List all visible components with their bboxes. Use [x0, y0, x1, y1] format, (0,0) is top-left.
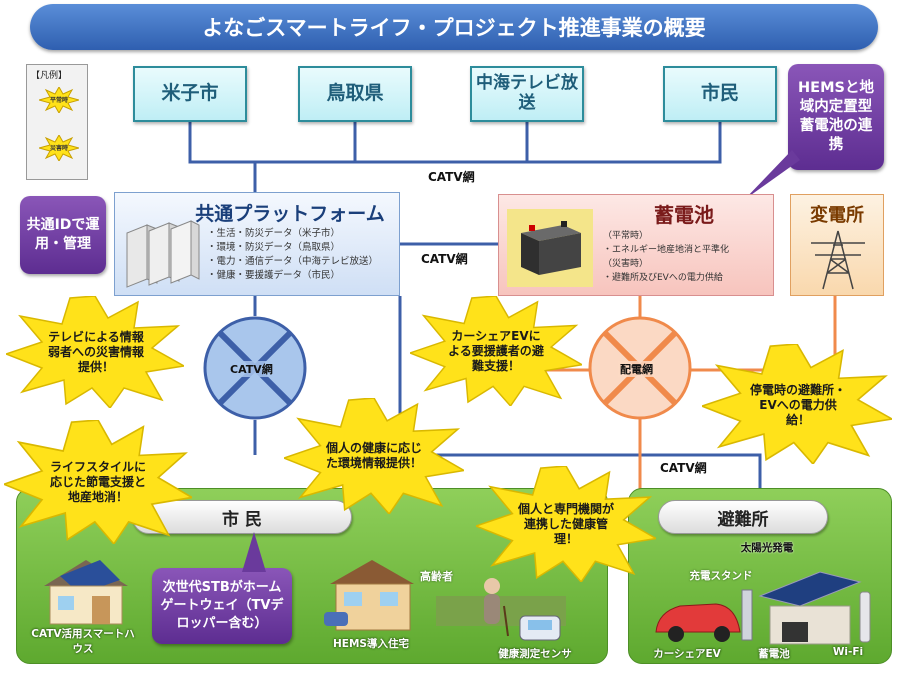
star-power-supply-text: 停電時の避難所・EVへの電力供給！ [749, 382, 846, 427]
catv-bus-line [188, 122, 722, 164]
star-health-management: 個人と専門機関が連携した健康管理！ [473, 465, 659, 584]
burst-shape-icon [407, 295, 585, 408]
smart-house-icon [44, 560, 128, 625]
smart-house-caption: CATV活用スマートハウス [31, 628, 135, 655]
substation-title: 変電所 [810, 205, 864, 226]
burst-shape-icon [1, 419, 195, 546]
platform-title: 共通プラットフォーム [195, 203, 385, 225]
platform-data-list: ・生活・防災データ（米子市） ・環境・防災データ（鳥取県） ・電力・通信データ（… [207, 227, 378, 283]
legend: 【凡例】 平常時 災害時 [26, 64, 88, 180]
shelter-area-label: 避難所 [658, 500, 828, 534]
platform-item: ・環境・防災データ（鳥取県） [207, 242, 341, 253]
solar-caption: 太陽光発電 [740, 542, 794, 554]
catv-shelter-line [640, 453, 762, 488]
shelter-equipment-icon [655, 571, 871, 645]
catv-label-mid: CATV網 [421, 252, 468, 266]
star-lifestyle-text: ライフスタイルに応じた節電支援と地産地消！ [49, 459, 146, 504]
legend-normal-label: 平常時 [49, 97, 68, 104]
legend-disaster-star-icon: 災害時 [37, 133, 81, 163]
org-chukai-tv: 中海テレビ放送 [470, 66, 584, 122]
elderly-with-sensor-icon [436, 578, 566, 641]
star-power-supply: 停電時の避難所・EVへの電力供給！ [699, 343, 895, 466]
burst-shape-icon [473, 465, 659, 584]
catv-hub-label: CATV網 [228, 361, 275, 377]
power-hub-label: 配電網 [618, 361, 655, 377]
common-id-callout: 共通IDで運用・管理 [20, 196, 106, 274]
substation-box: 変電所 [790, 194, 884, 296]
star-lifestyle: ライフスタイルに応じた節電支援と地産地消！ [1, 419, 195, 546]
platform-item: ・健康・要援護データ（市民） [207, 270, 341, 281]
hems-callout-pointer [744, 150, 800, 200]
star-disaster-info-text: テレビによる情報弱者への災害情報提供！ [47, 329, 144, 374]
stb-callout: 次世代STBがホームゲートウェイ（TVデロッパー含む） [152, 568, 292, 644]
org-yonago-city: 米子市 [133, 66, 247, 122]
battery-title: 蓄電池 [654, 203, 714, 227]
battery-icon [521, 221, 581, 275]
platform-item: ・電力・通信データ（中海テレビ放送） [207, 256, 379, 267]
server-icon [126, 220, 200, 288]
star-health-management-text: 個人と専門機関が連携した健康管理！ [518, 501, 615, 546]
battery-item: （平常時） [603, 231, 649, 241]
catv-label-bottom: CATV網 [660, 461, 707, 475]
platform-item: ・生活・防災データ（米子市） [207, 228, 341, 239]
battery-item: （災害時） [603, 259, 649, 269]
stb-callout-pointer [242, 532, 266, 572]
star-ev-evacuation-text: カーシェアEVによる要援護者の避難支援！ [448, 328, 544, 373]
battery-description-list: （平常時） ・エネルギー地産地消と平準化 （災害時） ・避難所及びEVへの電力供… [603, 229, 729, 285]
charger-caption: 充電スタンド [689, 570, 753, 582]
citizens-area-label: 市 民 [132, 500, 352, 534]
org-citizens: 市民 [663, 66, 777, 122]
hems-callout: HEMSと地域内定置型蓄電池の連携 [788, 64, 884, 170]
shelter-battery-caption: 蓄電池 [758, 648, 790, 660]
common-platform-box: 共通プラットフォーム ・生活・防災データ（米子市） ・環境・防災データ（鳥取県）… [114, 192, 400, 296]
battery-item: ・避難所及びEVへの電力供給 [603, 273, 723, 283]
car-share-caption: カーシェアEV [653, 648, 721, 660]
legend-title: 【凡例】 [31, 71, 68, 81]
legend-normal-star-icon: 平常時 [37, 85, 81, 115]
wifi-caption: Wi-Fi [832, 646, 864, 658]
burst-shape-icon [3, 295, 187, 410]
star-health-environment: 個人の健康に応じた環境情報提供！ [281, 397, 467, 516]
elderly-caption: 高齢者 [420, 570, 453, 583]
power-tower-icon [811, 230, 865, 290]
star-disaster-info: テレビによる情報弱者への災害情報提供！ [3, 295, 187, 410]
star-ev-evacuation: カーシェアEVによる要援護者の避難支援！ [407, 295, 585, 408]
burst-shape-icon [699, 343, 895, 466]
org-tottori-prefecture: 鳥取県 [298, 66, 412, 122]
hems-house-icon [324, 560, 414, 631]
burst-shape-icon [281, 397, 467, 516]
health-sensor-caption: 健康測定センサ [498, 648, 572, 660]
hems-house-caption: HEMS導入住宅 [333, 638, 409, 650]
legend-disaster-label: 災害時 [49, 145, 68, 152]
catv-label-top: CATV網 [428, 170, 475, 184]
star-health-environment-text: 個人の健康に応じた環境情報提供！ [326, 441, 423, 470]
page-title: よなごスマートライフ・プロジェクト推進事業の概要 [30, 4, 878, 50]
storage-battery-box: 蓄電池 （平常時） ・エネルギー地産地消と平準化 （災害時） ・避難所及びEVへ… [498, 194, 774, 296]
battery-item: ・エネルギー地産地消と平準化 [603, 245, 730, 255]
